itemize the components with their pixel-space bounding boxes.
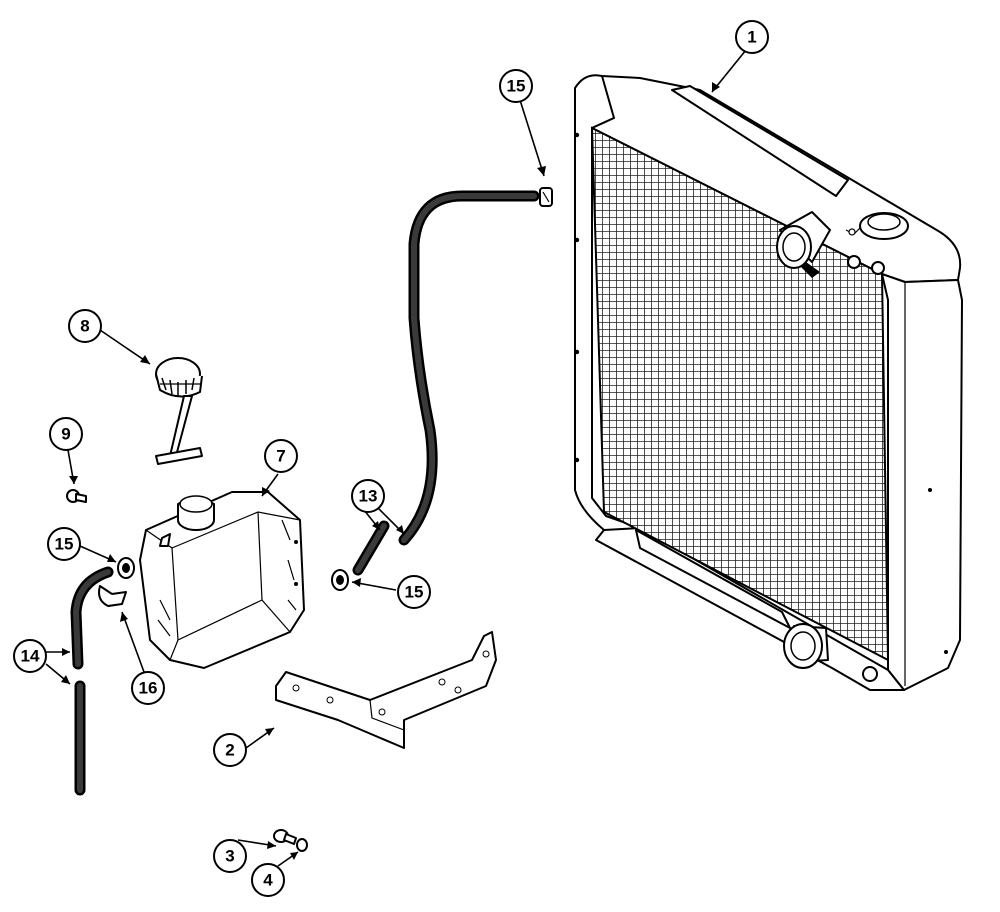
mounting-screw: [273, 829, 297, 845]
bolt: [66, 489, 87, 503]
callout-7-label: 7: [276, 447, 285, 466]
radiator-top-cover: [671, 85, 849, 197]
callout-2: 2: [213, 733, 247, 767]
radiator-left-tank: [574, 74, 641, 541]
overflow-hose-short: [352, 520, 390, 576]
radiator: [574, 74, 963, 691]
callout-3: 3: [213, 839, 247, 873]
radiator-right-frame: [881, 273, 963, 691]
callout-1: 1: [735, 20, 769, 54]
callout-1-label: 1: [747, 28, 756, 47]
hose-p-clip: [98, 585, 127, 607]
reservoir-bracket: [275, 631, 497, 749]
callout-7: 7: [264, 439, 298, 473]
mounting-nut: [296, 838, 308, 852]
callout-15-top: 15: [499, 69, 533, 103]
callout-3-label: 3: [225, 847, 234, 866]
hose-clamp-top: [539, 187, 553, 207]
callout-15-right: 15: [397, 575, 431, 609]
callout-16: 16: [131, 671, 165, 705]
callout-15-left-label: 15: [55, 535, 74, 554]
callout-14: 14: [13, 639, 47, 673]
radiator-lower-outlet: [783, 623, 829, 669]
radiator-drain-plugs: [847, 255, 885, 682]
hose-clamp-right: [331, 569, 349, 591]
radiator-bottom-panel: [635, 529, 791, 629]
callout-15-right-label: 15: [405, 583, 424, 602]
radiator-core: [590, 126, 890, 662]
callout-8: 8: [68, 309, 102, 343]
callout-13-label: 13: [359, 487, 378, 506]
callout-9: 9: [49, 417, 83, 451]
callout-4: 4: [251, 863, 285, 897]
leader-lines: [45, 49, 747, 867]
drain-hose-upper: [70, 566, 114, 670]
callout-16-label: 16: [139, 679, 158, 698]
hose-clamp-left: [117, 557, 135, 579]
filler-cap-dipstick: [155, 357, 203, 465]
radiator-filler-neck: [845, 212, 909, 240]
radiator-mount-holes: [574, 132, 948, 654]
callout-15-left: 15: [47, 527, 81, 561]
callout-14-label: 14: [21, 647, 40, 666]
radiator-upper-outlet: [776, 211, 831, 278]
callout-2-label: 2: [225, 741, 234, 760]
callout-4-label: 4: [263, 871, 273, 890]
coolant-reservoir: [139, 491, 305, 669]
overflow-hose-upper: [398, 190, 540, 546]
callout-13: 13: [351, 479, 385, 513]
callout-8-label: 8: [80, 317, 89, 336]
callout-9-label: 9: [61, 425, 70, 444]
callout-15-top-label: 15: [507, 77, 526, 96]
